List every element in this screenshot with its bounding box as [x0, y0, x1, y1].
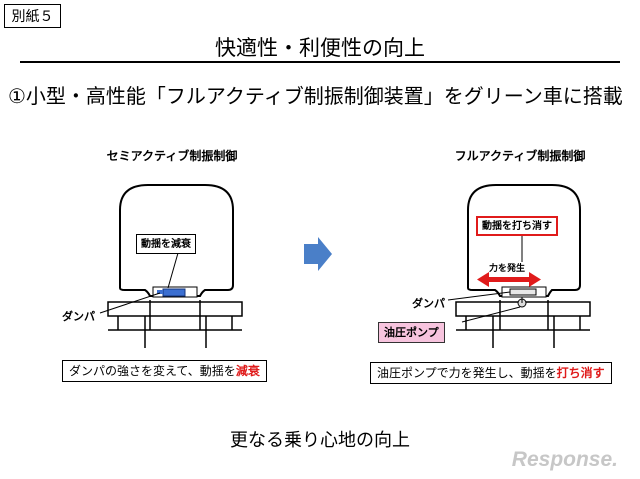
transition-arrow	[304, 237, 332, 271]
left-damper-device	[152, 286, 198, 298]
left-damper-label: ダンパ	[62, 310, 95, 323]
left-damper-leader	[99, 292, 161, 314]
left-bogie	[107, 300, 243, 348]
right-car-body	[467, 184, 581, 297]
hydraulic-pump-label: 油圧ポンプ	[378, 322, 445, 343]
force-arrow	[477, 272, 541, 287]
semi-active-heading: セミアクティブ制振制御	[106, 149, 238, 163]
right-bogie	[455, 300, 591, 348]
pump-leader	[461, 306, 521, 323]
left-note-text: ダンパの強さを変えて、動揺を	[69, 364, 236, 378]
full-active-heading: フルアクティブ制振制御	[454, 149, 586, 163]
left-callout-leader	[167, 252, 179, 289]
right-damper-leader	[447, 291, 511, 301]
right-damper-label: ダンパ	[412, 297, 445, 310]
left-note: ダンパの強さを変えて、動揺を減衰	[62, 360, 267, 382]
footer-conclusion: 更なる乗り心地の向上	[230, 430, 410, 451]
right-callout-box: 動揺を打ち消す	[476, 216, 558, 236]
page-subtitle: ①小型・高性能「フルアクティブ制振制御装置」をグリーン車に搭載	[8, 84, 623, 108]
right-note-highlight: 打ち消す	[556, 366, 605, 380]
left-callout-box: 動揺を減衰	[136, 234, 196, 254]
right-note: 油圧ポンプで力を発生し、動揺を打ち消す	[370, 362, 612, 384]
title-underline	[20, 61, 620, 63]
response-watermark: Response.	[511, 448, 618, 471]
right-note-text: 油圧ポンプで力を発生し、動揺を	[377, 366, 557, 380]
attachment-tag: 別紙５	[4, 4, 61, 28]
left-note-highlight: 減衰	[235, 364, 260, 378]
page-title: 快適性・利便性の向上	[215, 36, 425, 60]
force-label: 力を発生	[489, 264, 526, 274]
right-active-damper	[501, 286, 547, 308]
